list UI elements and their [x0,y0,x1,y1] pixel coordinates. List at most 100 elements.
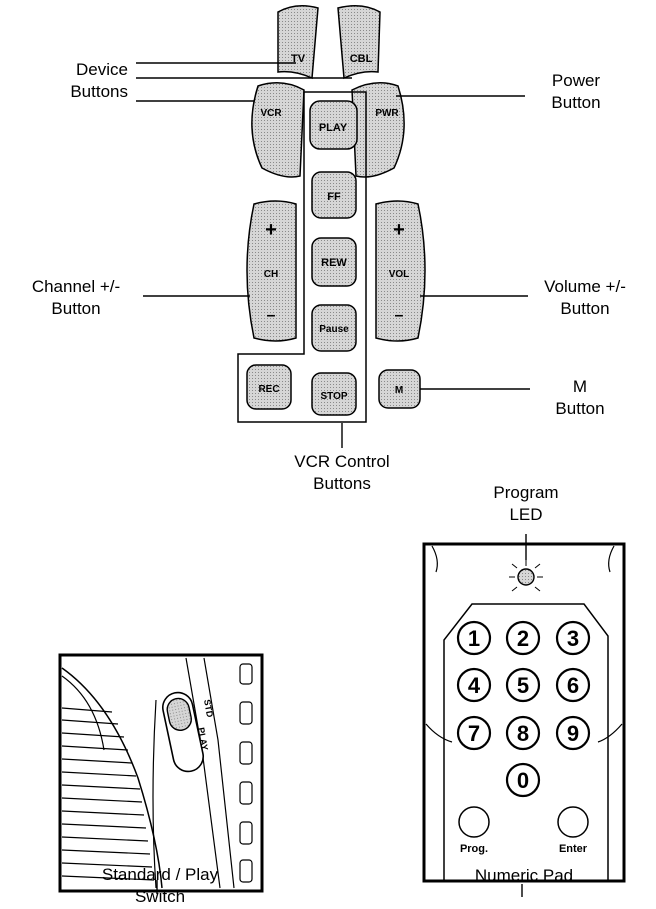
volume-label-line2: Button [560,299,610,318]
m-label-line2: Button [555,399,605,418]
power-button-label: PWR [375,108,399,119]
remote-side-contour [61,675,105,751]
power-label-line1: Power [551,71,601,90]
remote-side-ridge-2 [203,657,235,889]
numpad-key-label: 5 [517,673,529,698]
numpad-key[interactable] [505,715,541,751]
power-label-line2: Button [551,93,601,112]
switch-label-line2: Switch [134,887,186,906]
enter-key[interactable] [557,806,589,838]
numpad-key-label: 6 [567,673,579,698]
numpad-panel [422,542,626,883]
numpad-key[interactable] [505,762,541,798]
channel-label-line1: Channel +/- [31,277,121,296]
numpad-key-label: 4 [468,673,481,698]
play-button-label: PLAY [319,122,348,134]
channel-minus-label: – [267,307,276,324]
remote-body-curve-left [425,723,453,743]
pause-button-label: Pause [319,324,349,335]
cbl-button-label: CBL [350,53,373,65]
numpad-key[interactable] [456,715,492,751]
m-label-line1: M [572,377,588,396]
callout-lines [136,62,530,448]
numpad-key[interactable] [456,667,492,703]
stop-button[interactable] [311,372,357,416]
m-button-label-callout: M Button [540,376,620,420]
program-led-label-callout: Program LED [470,482,582,526]
device-buttons-label: Device Buttons [20,59,128,103]
vcr-label-line2: Buttons [313,474,371,493]
program-led [517,568,535,586]
volume-vol-label: VOL [389,269,410,280]
channel-button-label-callout: Channel +/- Button [8,276,144,320]
remote-side-edge [61,667,163,889]
vcr-control-label-callout: VCR Control Buttons [272,451,412,495]
vcr-button-label: VCR [260,108,282,119]
side-grip-bumps [239,663,253,883]
led-label-line1: Program [493,483,559,502]
cbl-button[interactable] [337,5,381,80]
led-label-line2: LED [509,505,543,524]
volume-button-label-callout: Volume +/- Button [522,276,648,320]
channel-label-line2: Button [51,299,101,318]
channel-plus-label: + [265,219,277,241]
rew-button-label: REW [321,257,347,269]
standard-play-switch-label: Standard / Play Switch [72,864,248,908]
m-button-label: M [395,385,403,396]
numpad-key[interactable] [505,620,541,656]
ff-button-label: FF [327,191,341,203]
numpad-key-label: 9 [567,721,579,746]
volume-minus-label: – [395,307,404,324]
numpad-key-label: 7 [468,721,480,746]
ff-button[interactable] [311,171,357,219]
switch-std-label: STD [202,699,215,719]
prog-key-label: Prog. [460,843,488,855]
switch-play-label: PLAY [196,727,210,752]
enter-key-label: Enter [559,843,588,855]
switch-label-line1: Standard / Play [101,865,219,884]
tv-button-label: TV [291,53,306,65]
numeric-pad-label: Numeric Pad [460,865,588,887]
numpad-key[interactable] [456,620,492,656]
standard-play-switch[interactable] [165,696,193,732]
grip-boundary [152,699,157,889]
rew-button[interactable] [311,237,357,287]
numpad-key[interactable] [555,620,591,656]
play-button[interactable] [309,100,358,150]
device-buttons-label-line2: Buttons [70,82,128,101]
numpad-key[interactable] [555,667,591,703]
channel-button[interactable] [246,200,297,342]
vcr-control-outline [237,91,367,423]
numpad-label-line1: Numeric Pad [474,866,574,885]
rec-button[interactable] [246,364,292,410]
volume-button[interactable] [375,200,426,342]
channel-ch-label: CH [264,269,278,280]
power-button-label-callout: Power Button [526,70,626,114]
numpad-key-label: 1 [468,626,480,651]
prog-key[interactable] [458,806,490,838]
led-glow-rays [509,560,543,592]
numpad-panel-frame [422,542,626,883]
stop-button-label: STOP [320,391,347,402]
remote-top-edge-left [431,545,438,573]
numeric-keys: 1 2 3 4 5 6 7 8 9 0 [456,620,591,798]
ribbed-grip [61,707,155,881]
vcr-button[interactable] [251,82,305,178]
numpad-key-label: 8 [517,721,529,746]
numpad-key-label: 0 [517,768,529,793]
keypad-outline [443,603,609,882]
numpad-key[interactable] [505,667,541,703]
numpad-key[interactable] [555,715,591,751]
volume-plus-label: + [393,219,405,241]
numpad-key-label: 3 [567,626,579,651]
rec-button-label: REC [258,384,279,395]
remote-body-curve-right [597,723,623,743]
vcr-label-line1: VCR Control [294,452,390,471]
numpad-key-label: 2 [517,626,529,651]
tv-button[interactable] [277,5,319,80]
power-button[interactable] [351,82,405,178]
pause-button[interactable] [311,304,357,352]
device-buttons-label-line1: Device [76,60,128,79]
volume-label-line1: Volume +/- [544,277,626,296]
